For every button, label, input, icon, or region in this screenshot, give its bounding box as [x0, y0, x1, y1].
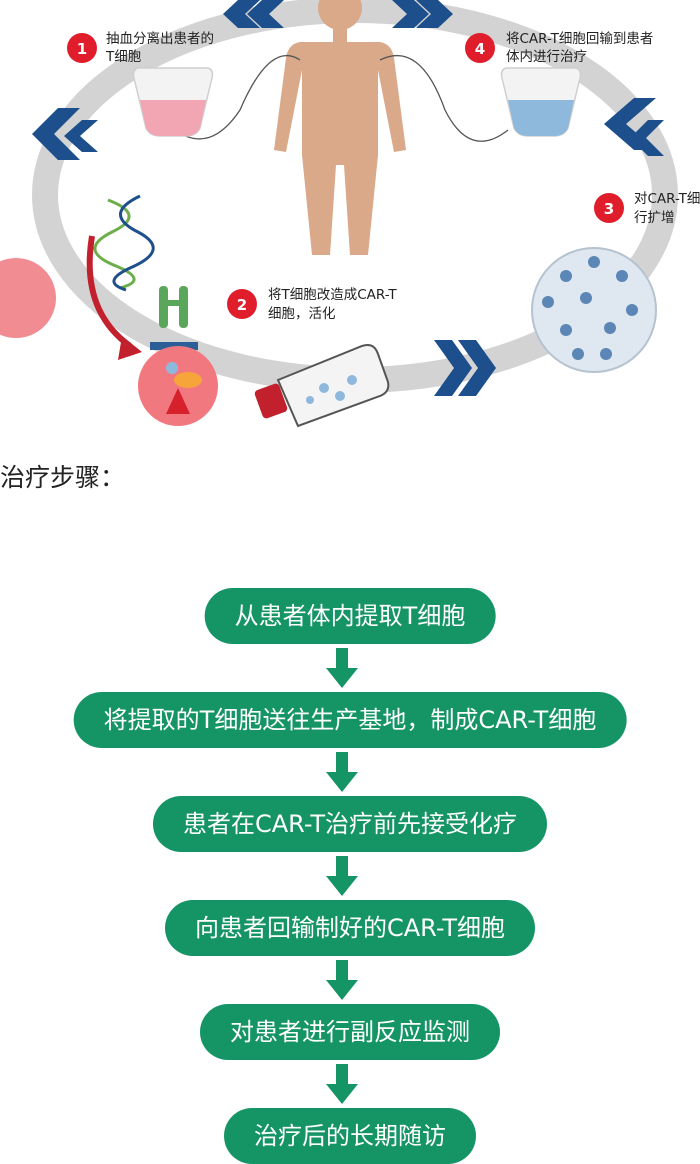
step-text-line1: 对CAR-T细: [634, 191, 700, 207]
dna-helix-icon: [93, 194, 155, 292]
cycle-step-1: 1 抽血分离出患者的 T细胞: [67, 30, 214, 65]
human-body-icon: [274, 0, 406, 255]
down-arrow-icon: [326, 960, 358, 1000]
step-badge: [465, 33, 495, 63]
flow-step-4: 向患者回输制好的CAR-T细胞: [165, 900, 535, 956]
flow-step-2: 将提取的T细胞送往生产基地，制成CAR-T细胞: [73, 692, 627, 748]
cycle-step-3: 3 对CAR-T细 行扩增: [594, 191, 700, 226]
step-text-line1: 将CAR-T细胞回输到患者: [506, 31, 653, 47]
cell-expansion-dish-icon: [531, 247, 657, 373]
section-heading: 治疗步骤：: [0, 463, 126, 492]
chevron-right-icon: [604, 98, 664, 156]
pink-cell-icon: [0, 258, 56, 338]
curved-arrow: [86, 235, 132, 349]
tube-left: [174, 55, 301, 140]
cycle-step-4: 4 将CAR-T细胞回输到患者 体内进行治疗: [465, 31, 653, 65]
chevron-left-icon: [32, 108, 98, 160]
step-text-line2: 体内进行治疗: [506, 49, 587, 65]
cell-bag-icon: [500, 67, 582, 137]
step-number: 2: [237, 296, 247, 314]
step-text-line1: 抽血分离出患者的: [106, 30, 214, 47]
step-badge: [227, 289, 257, 319]
chevron-bottom-icon: [434, 340, 496, 396]
culture-flask-icon: [254, 344, 390, 428]
step-text-line2: T细胞: [105, 49, 142, 65]
blood-bag-icon: [132, 67, 214, 137]
treatment-flowchart: 从患者体内提取T细胞 将提取的T细胞送往生产基地，制成CAR-T细胞 患者在CA…: [0, 580, 700, 1164]
down-arrow-icon: [326, 856, 358, 896]
car-receptor-icon: [150, 286, 198, 350]
curved-arrow-head-icon: [118, 336, 142, 360]
step-badge: [594, 193, 624, 223]
down-arrow-icon: [326, 648, 358, 688]
step-number: 3: [604, 200, 614, 218]
step-text-line1: 将T细胞改造成CAR-T: [268, 287, 397, 303]
step-number: 4: [475, 40, 485, 58]
car-t-cycle-diagram: 1 抽血分离出患者的 T细胞 2 将T细胞改造成CAR-T 细胞，活化 3 对C…: [0, 0, 700, 428]
t-cell-icon: [138, 346, 218, 426]
flow-step-3: 患者在CAR-T治疗前先接受化疗: [153, 796, 547, 852]
chevron-top-right-icon: [392, 0, 453, 28]
chevron-top-left-icon: [223, 0, 284, 28]
flow-step-6: 治疗后的长期随访: [224, 1108, 476, 1164]
cycle-step-2: 2 将T细胞改造成CAR-T 细胞，活化: [227, 287, 397, 322]
step-number: 1: [77, 40, 87, 58]
step-text-line2: 细胞，活化: [268, 306, 336, 322]
tube-right: [379, 55, 509, 142]
flow-step-5: 对患者进行副反应监测: [200, 1004, 500, 1060]
down-arrow-icon: [326, 1064, 358, 1104]
down-arrow-icon: [326, 752, 358, 792]
step-text-line2: 行扩增: [634, 210, 675, 226]
step-badge: [67, 33, 97, 63]
flow-step-1: 从患者体内提取T细胞: [204, 588, 496, 644]
